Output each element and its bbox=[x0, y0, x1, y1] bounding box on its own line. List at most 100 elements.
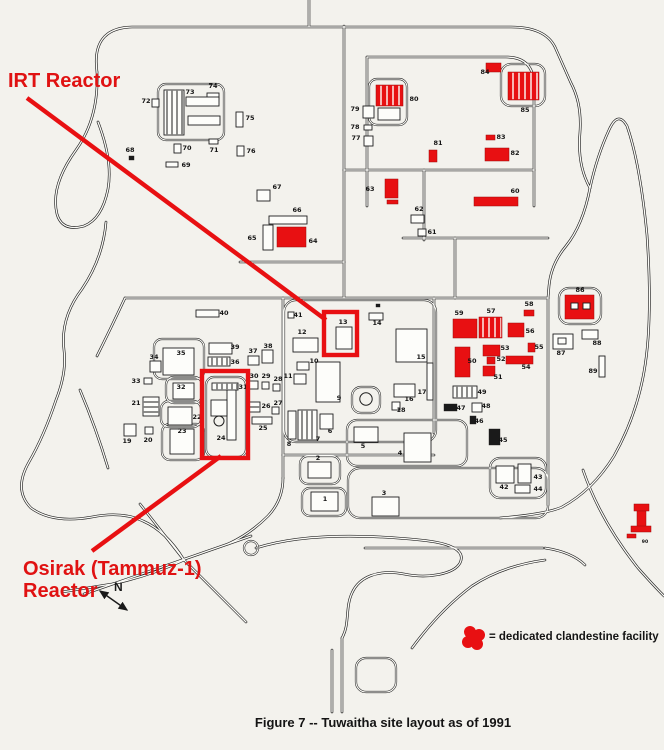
fence-enclosure-inner bbox=[299, 455, 341, 485]
fence-enclosure-inner bbox=[346, 419, 468, 467]
building-number-80: 80 bbox=[409, 95, 419, 103]
building-stripes bbox=[208, 357, 230, 366]
building-38 bbox=[261, 349, 274, 364]
building-66 bbox=[268, 215, 308, 225]
building-35 bbox=[162, 347, 195, 376]
building-number-71: 71 bbox=[209, 146, 219, 154]
building-number-78: 78 bbox=[350, 123, 360, 131]
building-number-83: 83 bbox=[496, 133, 505, 141]
building-42 bbox=[495, 465, 515, 484]
building-43 bbox=[517, 463, 532, 484]
building-59 bbox=[452, 318, 478, 339]
building-number-51: 51 bbox=[493, 373, 503, 381]
building-81 bbox=[428, 149, 438, 163]
building-number-24: 24 bbox=[216, 434, 226, 442]
building-stripes bbox=[376, 85, 403, 106]
building-number-17: 17 bbox=[417, 388, 426, 396]
buildings-layer bbox=[123, 62, 652, 539]
building-82 bbox=[484, 147, 510, 162]
building-84 bbox=[485, 62, 502, 73]
building-number-50: 50 bbox=[467, 357, 477, 365]
building-number-32: 32 bbox=[176, 383, 185, 391]
building-number-76: 76 bbox=[246, 147, 256, 155]
road-loop-inner bbox=[243, 540, 259, 556]
building-number-77: 77 bbox=[351, 134, 360, 142]
building-number-18: 18 bbox=[396, 406, 406, 414]
building-number-7: 7 bbox=[316, 435, 321, 443]
reactor-pointer-line bbox=[25, 96, 328, 322]
building-number-22: 22 bbox=[192, 413, 201, 421]
building-number-81: 81 bbox=[433, 139, 443, 147]
building-55 bbox=[527, 342, 536, 353]
building-64 bbox=[276, 226, 307, 248]
building-number-82: 82 bbox=[510, 149, 519, 157]
building-number-65: 65 bbox=[247, 234, 257, 242]
building-number-84: 84 bbox=[480, 68, 490, 76]
reactor-highlight-box bbox=[321, 309, 360, 358]
building-33 bbox=[143, 377, 153, 385]
building-number-69: 69 bbox=[181, 161, 191, 169]
building-number-38: 38 bbox=[263, 342, 273, 350]
road-inner bbox=[54, 71, 110, 229]
building-69 bbox=[165, 161, 179, 168]
building-number-5: 5 bbox=[361, 442, 366, 450]
fence-enclosure-inner bbox=[500, 63, 546, 107]
building-number-74: 74 bbox=[208, 82, 218, 90]
building-number-34: 34 bbox=[149, 353, 159, 361]
building-stripes bbox=[143, 397, 159, 416]
building-23 bbox=[169, 428, 195, 455]
building-72 bbox=[151, 98, 160, 108]
road-inner bbox=[255, 535, 462, 639]
building-20 bbox=[144, 426, 154, 435]
building-part bbox=[570, 302, 579, 310]
fence-enclosure-inner bbox=[368, 78, 408, 126]
building-12 bbox=[292, 337, 319, 353]
building-65 bbox=[262, 224, 274, 251]
building-part bbox=[375, 303, 381, 308]
building-number-8: 8 bbox=[287, 440, 292, 448]
building-16 bbox=[393, 383, 416, 398]
building-90 bbox=[633, 503, 650, 512]
building-78 bbox=[363, 124, 373, 131]
building-24 bbox=[226, 387, 237, 441]
building-number-87: 87 bbox=[556, 349, 565, 357]
building-number-16: 16 bbox=[404, 395, 414, 403]
red-annotations-layer bbox=[25, 96, 360, 611]
building-number-26: 26 bbox=[261, 402, 271, 410]
building-number-14: 14 bbox=[372, 319, 382, 327]
building-number-57: 57 bbox=[486, 307, 495, 315]
building-part bbox=[386, 199, 399, 205]
building-29 bbox=[261, 381, 270, 390]
building-circle-feature bbox=[213, 415, 225, 427]
building-40 bbox=[195, 309, 220, 318]
road-inner bbox=[79, 389, 109, 469]
building-86 bbox=[564, 294, 595, 320]
building-part bbox=[582, 302, 591, 310]
building-number-6: 6 bbox=[328, 427, 333, 435]
road-inner bbox=[96, 297, 126, 357]
building-number-88: 88 bbox=[592, 339, 602, 347]
building-number-72: 72 bbox=[141, 97, 150, 105]
building-47 bbox=[443, 403, 458, 412]
building-stripes bbox=[453, 386, 477, 398]
building-number-19: 19 bbox=[122, 437, 132, 445]
road-inner bbox=[95, 26, 591, 189]
building-number-66: 66 bbox=[292, 206, 302, 214]
building-circle-feature bbox=[359, 392, 373, 406]
building-56 bbox=[507, 322, 525, 338]
building-number-13: 13 bbox=[338, 318, 347, 326]
building-14 bbox=[368, 312, 384, 321]
road-inner bbox=[411, 559, 546, 649]
fence-enclosure-inner bbox=[153, 338, 205, 380]
building-number-46: 46 bbox=[474, 417, 484, 425]
building-46 bbox=[469, 415, 477, 425]
fence-enclosure-inner bbox=[157, 83, 225, 141]
building-number-47: 47 bbox=[456, 404, 465, 412]
building-79 bbox=[362, 105, 375, 119]
building-number-52: 52 bbox=[496, 355, 505, 363]
building-28 bbox=[272, 383, 281, 392]
fence-enclosure-inner bbox=[489, 457, 547, 499]
building-4 bbox=[403, 432, 432, 463]
legend-blob-part bbox=[466, 631, 480, 645]
road-inner bbox=[61, 559, 185, 593]
